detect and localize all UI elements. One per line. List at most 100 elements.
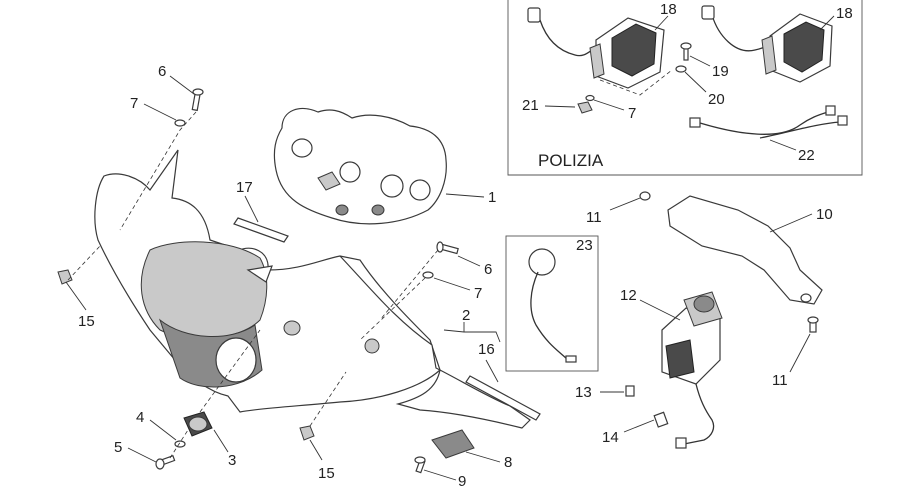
callout-6-left: 6 xyxy=(158,63,166,80)
harness-22-plug-left xyxy=(689,117,701,128)
leader-8 xyxy=(465,451,501,463)
speaker-right xyxy=(701,5,833,83)
leader-20 xyxy=(684,71,707,93)
speaker-left xyxy=(527,7,665,89)
screw-11-bottom-head xyxy=(807,316,819,324)
washer-7-inset xyxy=(585,94,595,102)
speaker-right-grille xyxy=(783,21,825,73)
screw-14 xyxy=(653,411,669,428)
lower-center-hardware xyxy=(299,371,501,481)
speaker-left-connector xyxy=(527,7,541,23)
harness-22-plug-right-b xyxy=(837,115,848,126)
leader-6a xyxy=(169,75,195,95)
leader-22 xyxy=(769,139,797,151)
ignition-wire xyxy=(683,383,715,445)
callout-11-top: 11 xyxy=(586,209,602,226)
leader-4 xyxy=(149,419,177,441)
leader-3 xyxy=(213,429,229,453)
callout-7-right: 7 xyxy=(474,285,482,302)
callout-14: 14 xyxy=(602,429,619,446)
screw-13 xyxy=(625,385,635,397)
clip-15-lower xyxy=(299,425,315,441)
leader-14 xyxy=(623,419,655,433)
fairing-lamp-socket xyxy=(215,337,257,383)
callout-15-left: 15 xyxy=(78,313,95,330)
callout-labels: 1 2 3 4 5 6 6 7 7 7 8 9 10 11 11 12 13 1… xyxy=(78,1,853,489)
callout-16: 16 xyxy=(478,341,495,358)
sensor-23-head xyxy=(528,248,556,276)
sensor-box-frame xyxy=(505,235,599,372)
instrument-cluster xyxy=(273,107,485,225)
leader-15b xyxy=(309,439,323,461)
leader-11b xyxy=(789,333,811,373)
callout-21: 21 xyxy=(522,97,539,114)
callout-3: 3 xyxy=(228,452,236,469)
harness-22-wire-a xyxy=(699,111,829,135)
plate-8 xyxy=(431,429,475,459)
callout-23: 23 xyxy=(576,237,593,254)
hardware-19-20-21 xyxy=(577,42,692,114)
bracket-10-body xyxy=(667,195,823,305)
callout-18-left: 18 xyxy=(660,1,677,18)
inset-assembly-line xyxy=(599,69,673,96)
leader-17 xyxy=(244,195,259,223)
leader-2-bracket xyxy=(443,329,501,343)
cluster-dial-3 xyxy=(380,174,404,198)
side-trim-panel xyxy=(339,255,541,429)
speaker-left-wire xyxy=(539,19,597,57)
speaker-left-mount xyxy=(589,43,605,79)
assembly-line-15-lower xyxy=(309,371,347,427)
assembly-line-4-5 xyxy=(169,429,189,459)
screw-6-left-head xyxy=(192,88,204,96)
callout-10: 10 xyxy=(816,206,833,223)
callout-8: 8 xyxy=(504,454,512,471)
washer-7-right xyxy=(422,271,434,279)
callout-7-inset: 7 xyxy=(628,105,636,122)
cluster-mount-b xyxy=(371,204,385,216)
leader-18a xyxy=(654,15,669,31)
fairing-headlight-dome xyxy=(140,241,268,340)
polizia-inset-label: POLIZIA xyxy=(538,151,604,170)
grommet-3-face xyxy=(188,416,208,432)
harness-22 xyxy=(689,105,848,139)
assembly-line-15-left xyxy=(67,245,101,281)
ignition-switch xyxy=(600,291,723,449)
speaker-right-connector xyxy=(701,5,715,20)
sensor-23-plug xyxy=(565,355,577,363)
fairing-mount-boss-a xyxy=(283,320,301,336)
leader-18b xyxy=(819,15,835,31)
strip-17-body xyxy=(233,217,289,243)
callout-19: 19 xyxy=(712,63,729,80)
clip-15-left xyxy=(57,269,73,285)
leader-16 xyxy=(485,359,499,383)
washer-4 xyxy=(174,440,186,448)
callout-15-lower: 15 xyxy=(318,465,335,482)
bracket-10-hole xyxy=(800,293,812,303)
callout-22: 22 xyxy=(798,147,815,164)
cluster-display xyxy=(317,171,341,191)
polizia-inset: POLIZIA xyxy=(507,0,863,176)
leader-11a xyxy=(609,197,641,211)
polizia-inset-frame xyxy=(507,0,863,176)
callout-1: 1 xyxy=(488,189,496,206)
leader-10 xyxy=(769,213,813,233)
leader-6b xyxy=(457,255,481,267)
speaker-right-mount xyxy=(761,35,777,75)
ignition-switch-base xyxy=(665,339,695,379)
screw-11-top xyxy=(639,191,651,201)
leader-5 xyxy=(127,447,157,463)
callout-18-right: 18 xyxy=(836,5,853,22)
harness-22-wire-b xyxy=(759,121,841,139)
callout-17: 17 xyxy=(236,179,253,196)
callout-5: 5 xyxy=(114,439,122,456)
assembly-line-left-top xyxy=(119,111,197,231)
assembly-line-right-6 xyxy=(379,249,439,321)
leader-9 xyxy=(423,469,457,481)
leader-7c xyxy=(593,99,625,111)
callout-2: 2 xyxy=(462,307,470,324)
ignition-key-face xyxy=(693,295,715,313)
trim-strip-16 xyxy=(465,375,541,421)
washer-7-left xyxy=(174,119,186,127)
front-fairing xyxy=(94,149,441,413)
